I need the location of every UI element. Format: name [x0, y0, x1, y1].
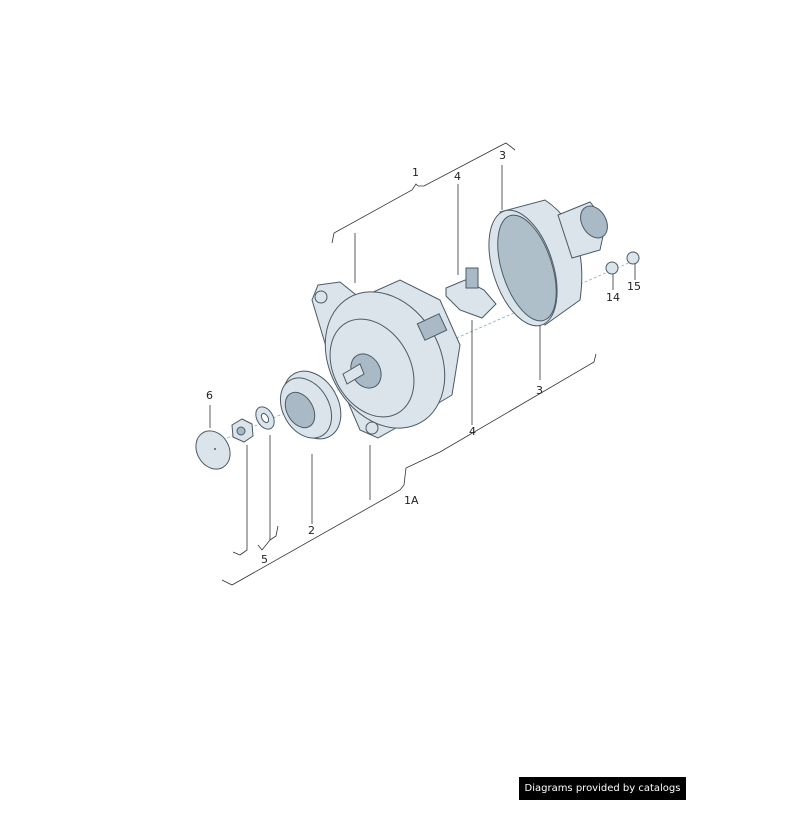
leader-lines	[209, 142, 636, 586]
callout-1: 1	[412, 166, 419, 179]
pulley-2	[279, 370, 342, 440]
protective-cap-6	[195, 430, 231, 470]
callout-2: 2	[308, 524, 315, 537]
nut-14	[605, 261, 619, 275]
callout-4-top: 4	[454, 170, 461, 183]
callout-4-bottom: 4	[469, 425, 476, 438]
voltage-regulator-4	[445, 267, 497, 319]
callout-15: 15	[627, 280, 641, 293]
hex-nut-5	[231, 418, 254, 443]
alternator-1	[311, 279, 461, 439]
end-cover-3	[488, 199, 608, 327]
callout-6: 6	[206, 389, 213, 402]
nut-15	[626, 251, 640, 265]
exploded-parts-diagram: 1 3 4 14 15 6 4 3 1A 2 5	[195, 142, 641, 586]
callout-14: 14	[606, 291, 620, 304]
callout-5: 5	[261, 553, 268, 566]
callout-1a: 1A	[404, 494, 419, 507]
callout-3-bottom: 3	[536, 384, 543, 397]
credit-badge: Diagrams provided by catalogs parts	[519, 777, 686, 817]
callout-3-top: 3	[499, 149, 506, 162]
washer-5	[255, 406, 275, 430]
